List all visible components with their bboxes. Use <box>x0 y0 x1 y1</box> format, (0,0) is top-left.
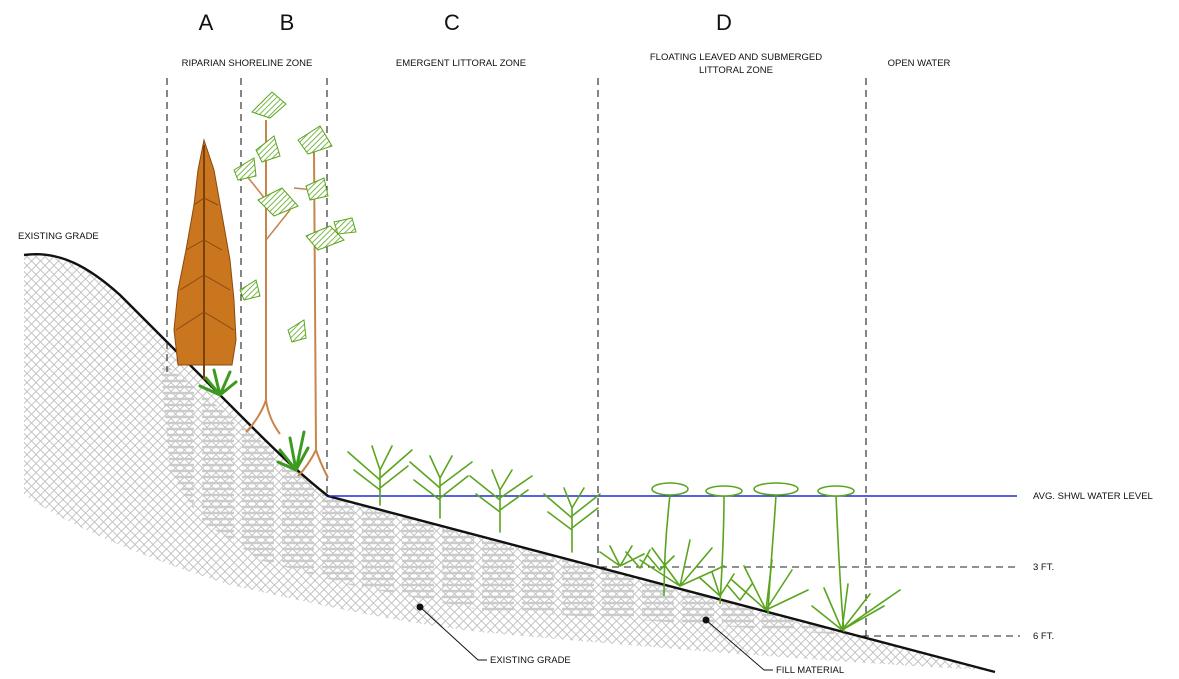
existing-grade-callout-label: EXISTING GRADE <box>490 655 571 666</box>
floating-zone-label-line1: FLOATING LEAVED AND SUBMERGED <box>650 52 822 63</box>
water-level-label: AVG. SHWL WATER LEVEL <box>1033 491 1153 502</box>
zone-letter-a: A <box>199 10 214 35</box>
cypress-trees <box>233 91 357 479</box>
emergent-plants <box>347 445 601 553</box>
fern-plants <box>198 368 310 472</box>
zone-dividers <box>166 78 867 636</box>
floating-zone-label-line2: LITTORAL ZONE <box>699 65 773 76</box>
emergent-zone-label: EMERGENT LITTORAL ZONE <box>396 58 526 69</box>
existing-grade-soil <box>24 254 985 671</box>
fill-material-callout-label: FILL MATERIAL <box>776 665 844 676</box>
riparian-zone-label: RIPARIAN SHORELINE ZONE <box>182 58 313 69</box>
fill-material-area <box>160 360 860 636</box>
existing-grade-top-label: EXISTING GRADE <box>18 231 99 242</box>
submerged-plants <box>599 539 901 631</box>
zone-letter-b: B <box>280 10 295 35</box>
floating-leaved-plants <box>651 482 855 633</box>
fill-material-callout <box>702 616 773 671</box>
zone-letter-c: C <box>444 10 460 35</box>
existing-grade-callout <box>416 603 487 661</box>
depth-6ft-label: 6 FT. <box>1033 631 1054 642</box>
open-water-label: OPEN WATER <box>888 58 951 69</box>
conifer-tree <box>173 138 237 380</box>
zone-letter-d: D <box>716 10 732 35</box>
depth-3ft-label: 3 FT. <box>1033 562 1054 573</box>
